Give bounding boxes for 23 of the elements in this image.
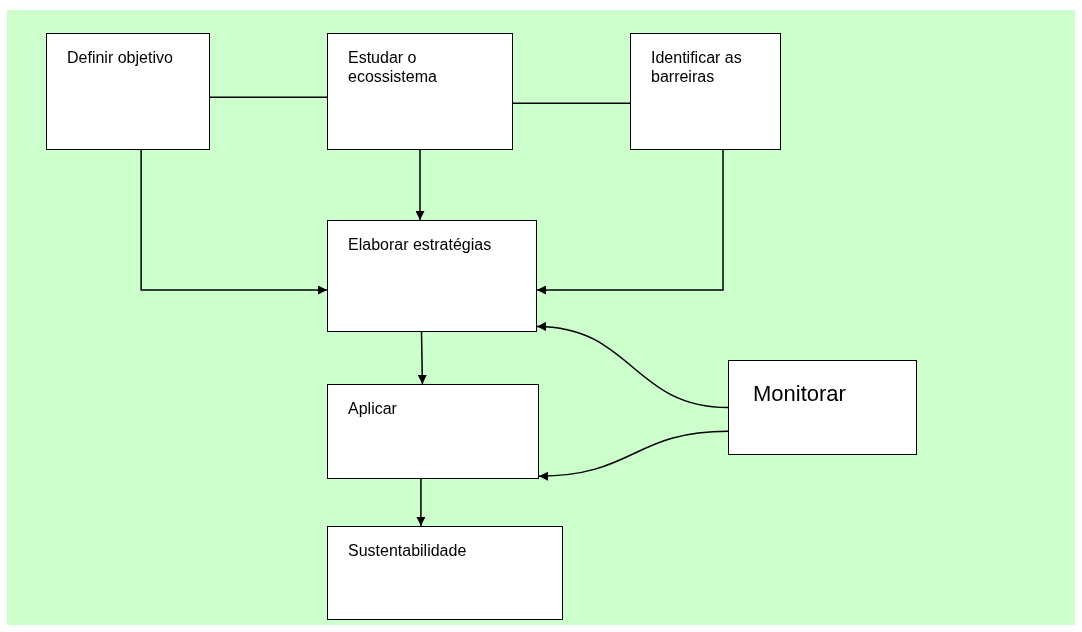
process-box (728, 360, 917, 455)
box-label: Aplicar (348, 399, 398, 419)
box-label: Monitorar (753, 381, 847, 408)
process-box (327, 384, 539, 479)
curved-arrow (536, 322, 729, 409)
connector-line (512, 102, 631, 104)
curved-arrow (538, 430, 729, 481)
box-label: Estudar o ecossistema (348, 48, 438, 87)
process-box (327, 33, 513, 150)
arrow (415, 149, 425, 221)
arrow (536, 149, 724, 295)
box-label: Elaborar estratégias (348, 235, 493, 255)
connector-line (209, 96, 328, 99)
box-label: Definir objetivo (67, 48, 174, 68)
box-label: Identificar as barreiras (651, 48, 743, 87)
box-label: Sustentabilidade (348, 541, 468, 561)
arrow (416, 478, 426, 527)
process-box (46, 33, 210, 150)
process-box (327, 220, 537, 332)
process-box (327, 526, 563, 620)
arrow (140, 149, 328, 295)
process-box (630, 33, 781, 150)
arrow (417, 331, 427, 385)
